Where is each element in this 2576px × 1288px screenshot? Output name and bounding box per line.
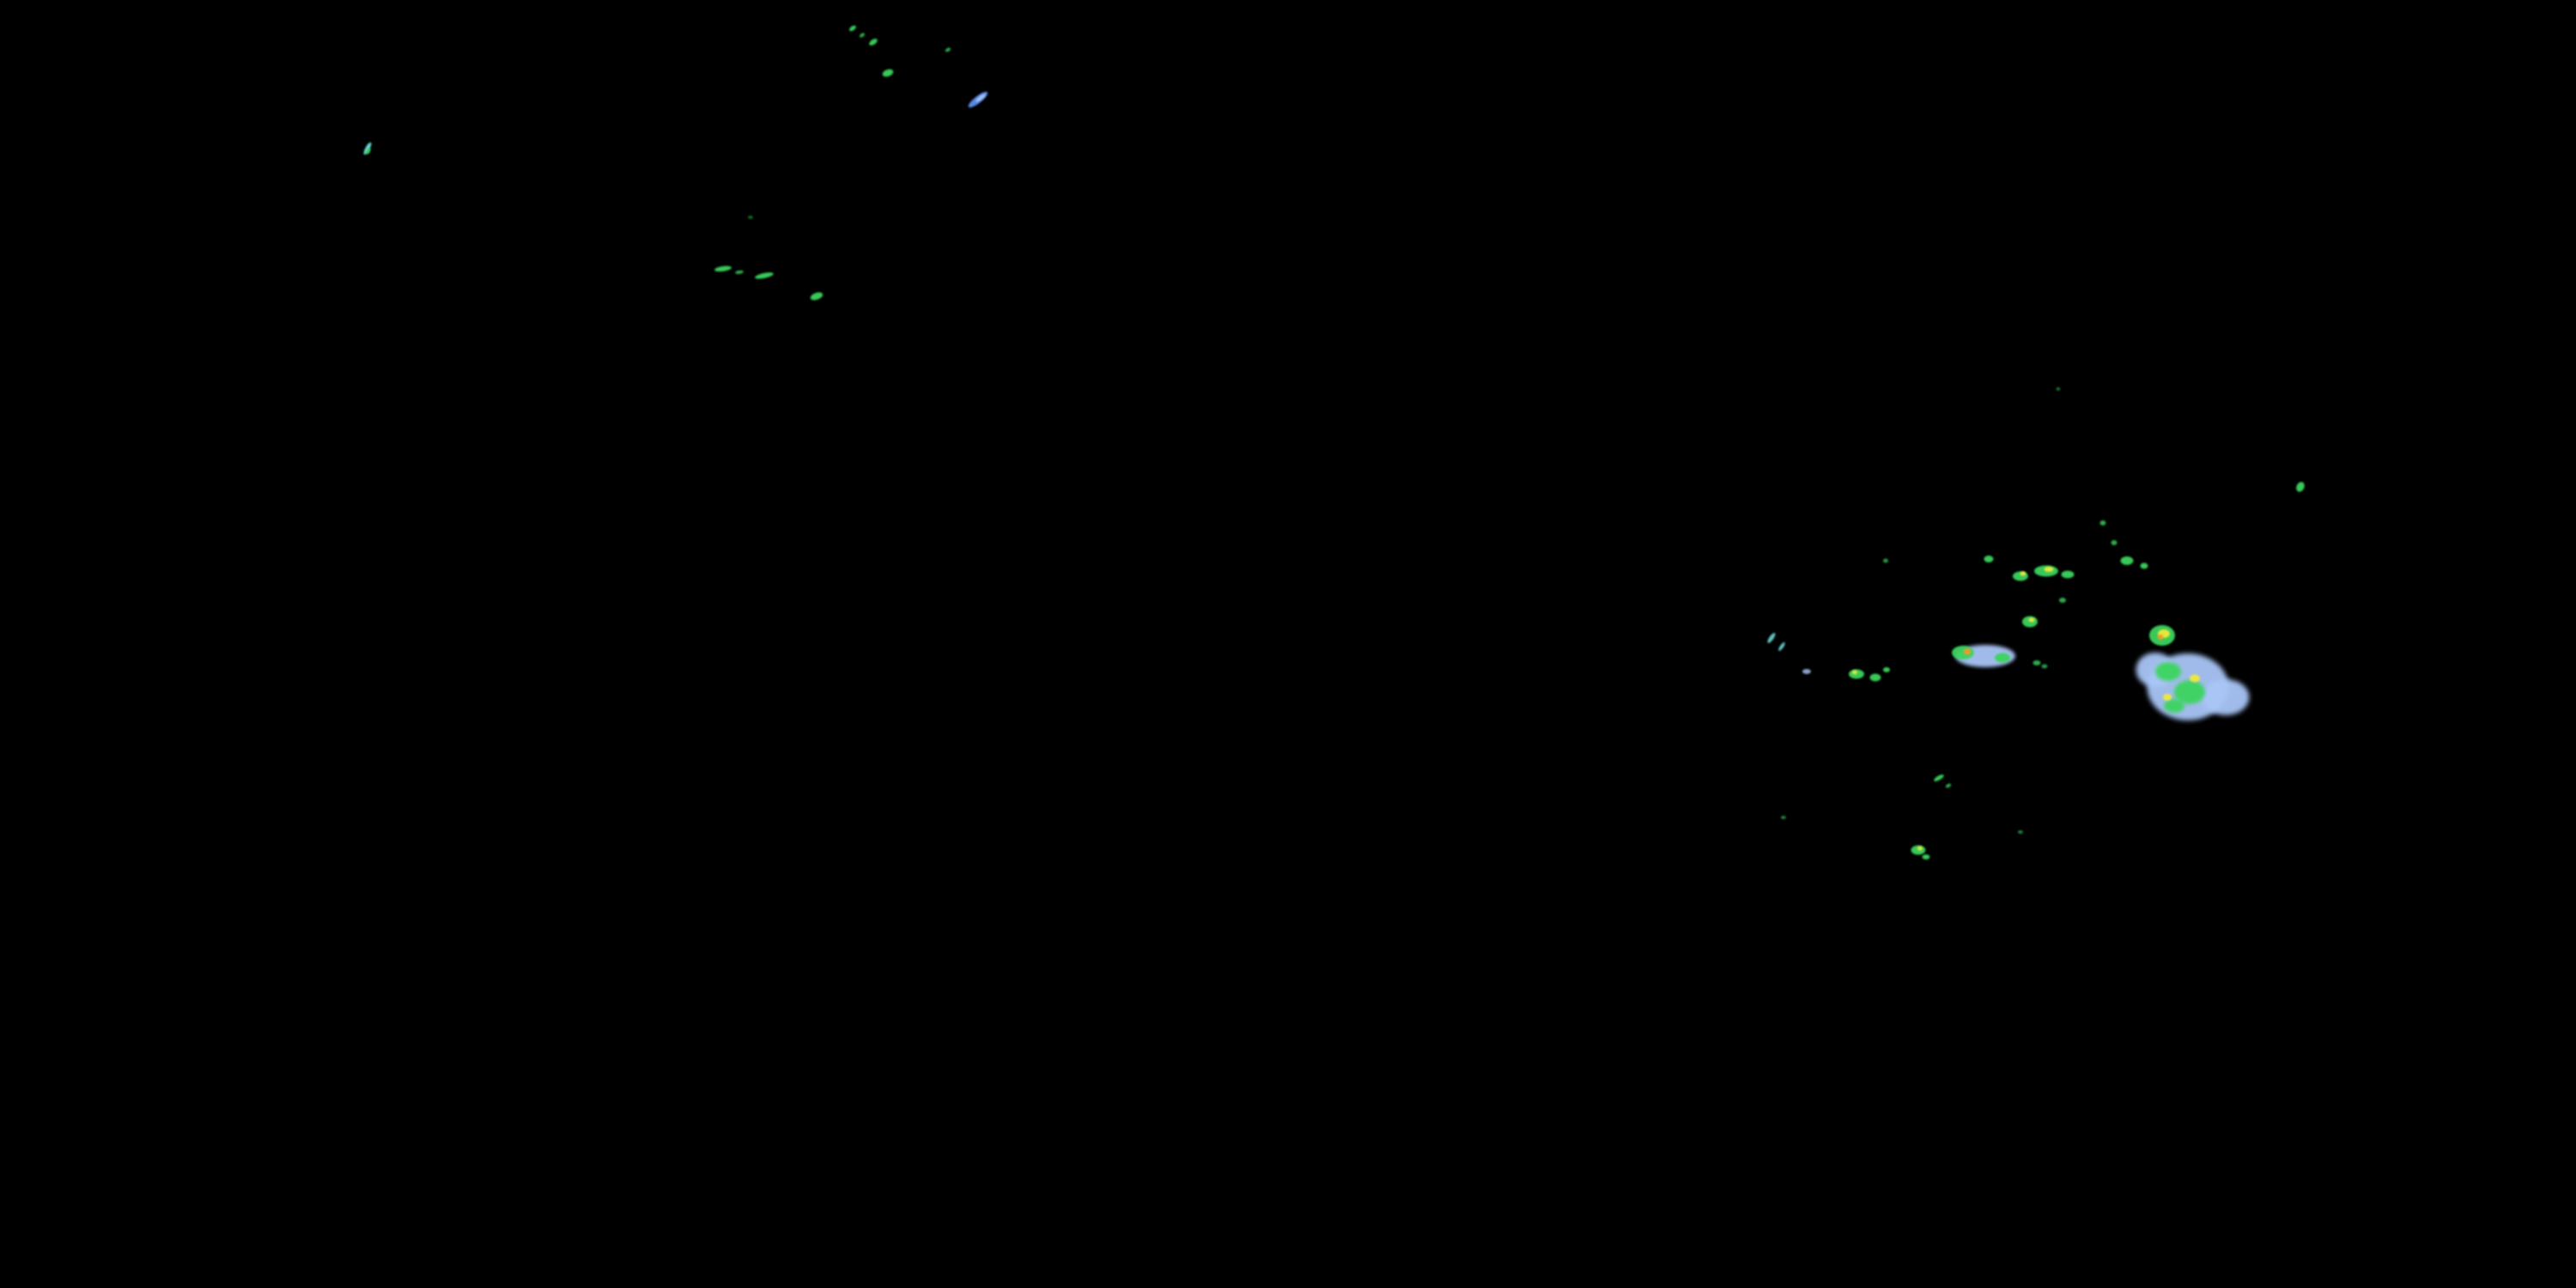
radar-echo [2155, 662, 2181, 681]
radar-echo [2056, 387, 2061, 391]
radar-echo [858, 32, 866, 39]
radar-echo [1917, 846, 1923, 851]
radar-echo [2032, 660, 2041, 665]
radar-echo [2136, 653, 2175, 687]
radar-echo [1849, 669, 1864, 679]
radar-echo [362, 141, 373, 156]
radar-echo [2061, 570, 2075, 579]
radar-echo [2140, 562, 2148, 569]
radar-echo [1869, 673, 1881, 682]
radar-echo [2163, 694, 2172, 701]
radar-echo [1952, 646, 1974, 659]
radar-echo [1777, 641, 1787, 653]
radar-echo [809, 290, 824, 302]
radar-echo [1883, 558, 1888, 563]
radar-echo [867, 37, 879, 47]
radar-echo [1944, 782, 1953, 789]
radar-echo [975, 93, 987, 103]
radar-echo [2174, 680, 2205, 704]
radar-echo [2044, 567, 2054, 572]
radar-echo [2022, 616, 2038, 628]
radar-echo [2190, 674, 2200, 683]
radar-echo [2120, 556, 2134, 565]
radar-echo [2164, 699, 2184, 713]
radar-echo [2158, 629, 2170, 638]
radar-echo [734, 270, 744, 275]
radar-echo [1922, 854, 1930, 860]
radar-echo [2034, 565, 2058, 577]
radar-echo [2111, 540, 2117, 545]
radar-echo [944, 46, 952, 53]
radar-echo [2020, 571, 2026, 576]
radar-echo [1781, 816, 1786, 819]
radar-echo [2149, 625, 2175, 646]
radar-echo [1963, 648, 1971, 655]
radar-echo [2028, 617, 2035, 623]
radar-echo [1955, 645, 2015, 667]
radar-echo [748, 216, 753, 219]
radar-echo [1911, 845, 1926, 855]
radar-echo [365, 147, 372, 155]
radar-echo [1883, 667, 1890, 672]
radar-echo [2157, 635, 2164, 640]
radar-echo [2147, 653, 2229, 720]
radar-echo [754, 270, 775, 281]
radar-echo [714, 264, 732, 273]
radar-echo [1765, 631, 1777, 645]
radar-echo [881, 68, 895, 78]
radar-echo [2059, 598, 2066, 603]
radar-echo [1984, 556, 1994, 562]
radar-echo [966, 89, 990, 110]
radar-echo [848, 24, 858, 33]
radar-echo [2202, 679, 2250, 715]
radar-echo [1852, 670, 1857, 675]
radar-echo [1802, 669, 1811, 674]
radar-echo [2013, 571, 2028, 581]
radar-echo [1933, 773, 1945, 783]
radar-echo [2041, 664, 2048, 669]
radar-echo [1995, 653, 2010, 663]
radar-echo [2018, 830, 2023, 834]
radar-echo [2099, 520, 2106, 526]
radar-echo [2294, 480, 2306, 494]
